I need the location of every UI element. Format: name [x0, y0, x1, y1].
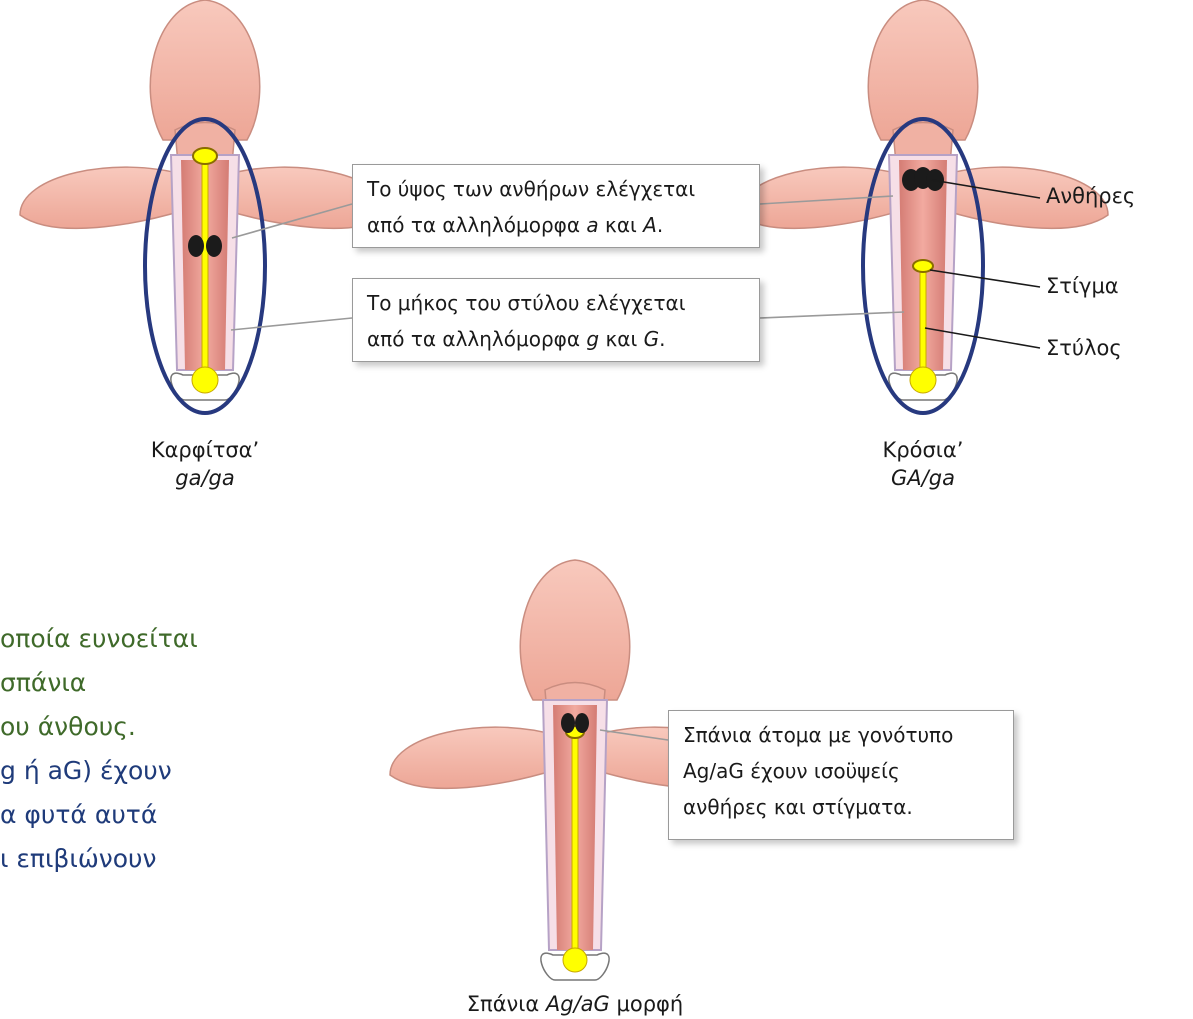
- caption-pin: Καρφίτσα’ ga/ga: [125, 436, 285, 492]
- label-style: Στύλος: [1046, 336, 1122, 360]
- callout-anther-height: Το ύψος των ανθήρων ελέγχεται από τα αλλ…: [352, 164, 760, 248]
- label-stigma: Στίγμα: [1046, 274, 1119, 298]
- side-text-blue-3: ι επιβιώνουν: [0, 844, 156, 873]
- callout-rare-genotype: Σπάνια άτομα με γονότυπο Ag/aG έχουν ισο…: [668, 710, 1014, 840]
- side-text-green-1: οποία ευνοείται: [0, 624, 198, 653]
- caption-pin-name: Καρφίτσα’: [125, 436, 285, 464]
- caption-thrum: Κρόσια’ GA/ga: [843, 436, 1003, 492]
- label-anthers: Ανθήρες: [1046, 184, 1135, 208]
- side-text-blue-1: g ή aG) έχουν: [0, 756, 172, 785]
- caption-thrum-genotype: GA/ga: [843, 464, 1003, 492]
- side-text-blue-2: α φυτά αυτά: [0, 800, 157, 829]
- caption-thrum-name: Κρόσια’: [843, 436, 1003, 464]
- side-text-green-3: ου άνθους.: [0, 712, 136, 741]
- pin-anther-right: [206, 235, 222, 257]
- callout-style-length: Το μήκος του στύλου ελέγχεται από τα αλλ…: [352, 278, 760, 362]
- pin-anther-left: [188, 235, 204, 257]
- side-text-green-2: σπάνια: [0, 668, 86, 697]
- caption-rare: Σπάνια Ag/aG μορφή: [415, 990, 735, 1018]
- pin-flower: [20, 0, 390, 400]
- caption-pin-genotype: ga/ga: [125, 464, 285, 492]
